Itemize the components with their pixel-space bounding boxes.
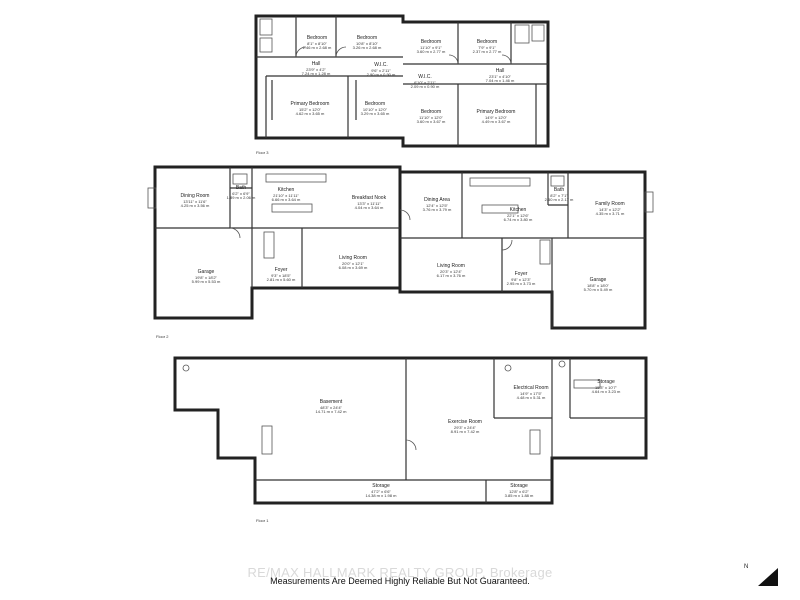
room-f2-dining-room: Dining Room 13'11" x 11'6" 4.25 m x 3.56… bbox=[180, 193, 210, 209]
room-f3-primary-bedroom-1: Primary Bedroom 15'2" x 12'0" 4.62 m x 3… bbox=[290, 101, 330, 117]
floor-1-partitions bbox=[255, 358, 646, 503]
room-f2-bath-2: Bath 8'2" x 7'1" 2.50 m x 2.17 m bbox=[544, 187, 574, 203]
room-f2-foyer-1: Foyer 9'3" x 18'5" 2.81 m x 5.60 m bbox=[266, 267, 296, 283]
room-f3-bedroom-3: Bedroom 11'10" x 9'1" 3.60 m x 2.77 m bbox=[416, 39, 446, 55]
brokerage-watermark: RE/MAX HALLMARK REALTY GROUP, Brokerage bbox=[247, 565, 553, 580]
room-f3-wic-2: W.I.C. 6'10" x 2'11" 2.09 m x 0.90 m bbox=[410, 74, 440, 90]
room-f2-living-room-2: Living Room 20'3" x 12'4" 6.17 m x 3.76 … bbox=[436, 263, 466, 279]
room-f1-basement: Basement 48'3" x 24'4" 14.71 m x 7.42 m bbox=[315, 399, 347, 415]
room-f1-electrical-room: Electrical Room 14'9" x 17'5" 4.48 m x 5… bbox=[513, 385, 549, 401]
floor-1-fixtures bbox=[182, 360, 601, 455]
floor-2-label: Floor 2 bbox=[156, 334, 169, 339]
room-f2-kitchen-2: Kitchen 22'1" x 12'6" 6.74 m x 3.80 m bbox=[503, 207, 533, 223]
room-f2-foyer-2: Foyer 9'8" x 12'3" 2.95 m x 3.73 m bbox=[506, 271, 536, 287]
room-f3-hall-1: Hall 23'9" x 4'2" 7.24 m x 1.28 m bbox=[301, 61, 331, 77]
north-label: N bbox=[744, 564, 749, 570]
floor-2-fixtures bbox=[147, 173, 654, 265]
room-f2-family-room: Family Room 14'3" x 12'2" 4.35 m x 3.71 … bbox=[595, 201, 625, 217]
floor-3-partitions bbox=[256, 16, 548, 146]
room-f1-storage-2: Storage 47'2" x 6'6" 14.38 m x 1.98 m bbox=[365, 483, 397, 499]
room-f1-exercise-room: Exercise Room 29'3" x 24'4" 8.91 m x 7.4… bbox=[448, 419, 482, 435]
room-f2-living-room-1: Living Room 20'0" x 12'1" 6.08 m x 3.69 … bbox=[338, 255, 368, 271]
room-f2-bath-1: Bath 6'2" x 6'9" 1.89 m x 2.06 m bbox=[226, 185, 256, 201]
room-f2-dining-area: Dining Area 12'4" x 12'5" 3.76 m x 3.79 … bbox=[422, 197, 452, 213]
room-f3-primary-bedroom-2: Primary Bedroom 14'9" x 12'0" 4.49 m x 3… bbox=[476, 109, 516, 125]
floor-3-walls bbox=[254, 14, 550, 148]
room-f3-bedroom-4: Bedroom 7'9" x 9'1" 2.37 m x 2.77 m bbox=[472, 39, 502, 55]
north-arrow-icon bbox=[758, 568, 778, 586]
room-f2-garage-1: Garage 19'8" x 18'2" 5.99 m x 5.53 m bbox=[191, 269, 221, 285]
floor-3-fixtures bbox=[259, 18, 545, 65]
floor-1-walls bbox=[173, 356, 648, 505]
measurement-disclaimer: Measurements Are Deemed Highly Reliable … bbox=[270, 576, 530, 586]
room-f3-bedroom-2: Bedroom 10'8" x 8'10" 3.26 m x 2.68 m bbox=[352, 35, 382, 51]
room-f3-bedroom-6: Bedroom 11'10" x 12'0" 3.60 m x 3.67 m bbox=[416, 109, 446, 125]
room-f2-kitchen-1: Kitchen 21'10" x 11'11" 6.66 m x 3.64 m bbox=[271, 187, 301, 203]
room-f3-bedroom-5: Bedroom 10'10" x 12'0" 3.29 m x 3.65 m bbox=[360, 101, 390, 117]
floor-2-partitions bbox=[155, 167, 645, 328]
floor-3-label: Floor 3 bbox=[256, 150, 269, 155]
room-f2-garage-2: Garage 18'8" x 18'0" 5.70 m x 5.49 m bbox=[583, 277, 613, 293]
room-f1-storage-3: Storage 12'8" x 6'2" 3.85 m x 1.88 m bbox=[504, 483, 534, 499]
room-f3-wic-1: W.I.C. 9'6" x 2'11" 2.90 m x 0.90 m bbox=[366, 62, 396, 78]
room-f3-hall-2: Hall 23'1" x 4'10" 7.04 m x 1.46 m bbox=[485, 68, 515, 84]
room-f1-storage-1: Storage 15'3" x 10'7" 4.64 m x 3.23 m bbox=[591, 379, 621, 395]
room-f2-breakfast-nook: Breakfast Nook 13'3" x 11'11" 4.04 m x 3… bbox=[351, 195, 387, 211]
north-arrow: N bbox=[744, 564, 778, 586]
floor-1-label: Floor 1 bbox=[256, 518, 269, 523]
room-f3-bedroom-1: Bedroom 8'1" x 8'10" 2.46 m x 2.68 m bbox=[302, 35, 332, 51]
